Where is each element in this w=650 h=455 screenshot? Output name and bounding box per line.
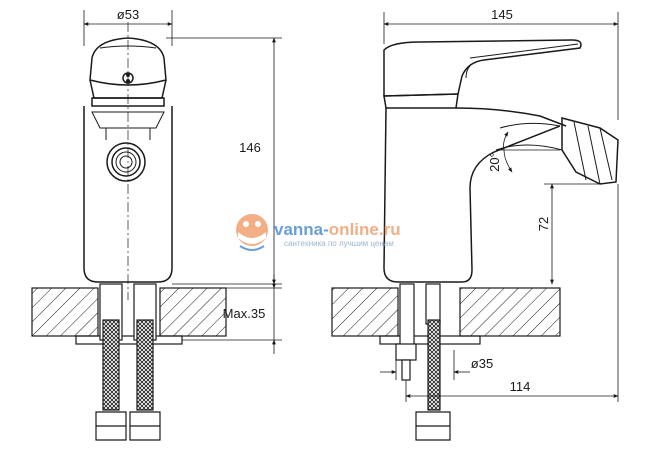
watermark-title: vanna-online.ru: [274, 220, 401, 239]
aerator-icon: [106, 142, 146, 182]
dim-front-diameter: ø53: [83, 6, 173, 46]
watermark-subtitle: сантехника по лучшим ценам: [284, 239, 394, 248]
dim-label-height: 146: [239, 140, 261, 155]
side-body: [383, 107, 561, 283]
dim-height: 146: [166, 37, 282, 285]
side-lever: [383, 39, 582, 97]
dim-label-max: Max.35: [223, 306, 266, 321]
dim-angle: 20°: [487, 131, 560, 173]
front-countertop: [31, 287, 227, 345]
side-countertop: [331, 287, 561, 345]
dim-label-reach: 114: [510, 379, 531, 394]
bidet-nozzle-icon: [561, 117, 619, 185]
front-handle: [89, 37, 167, 86]
dim-label-width: 145: [491, 7, 513, 22]
dim-max-counter: Max.35: [182, 274, 282, 354]
front-view: [83, 22, 173, 300]
watermark-logo-icon: [236, 214, 268, 251]
dim-hole-diameter: ø35: [380, 350, 493, 380]
dim-width: 145: [383, 7, 619, 120]
dim-label-diameter-top: ø53: [117, 7, 139, 22]
side-view: [383, 39, 619, 283]
dim-reach: 114: [405, 184, 619, 402]
front-hoses: [95, 283, 161, 441]
dim-label-hole-diameter: ø35: [471, 356, 493, 371]
dim-spout-height: 72: [536, 183, 600, 285]
watermark: vanna-online.ru сантехника по лучшим цен…: [236, 214, 401, 251]
dim-label-spout-height: 72: [536, 217, 551, 231]
dim-label-angle: 20°: [487, 152, 502, 172]
side-fixings: [395, 283, 451, 441]
